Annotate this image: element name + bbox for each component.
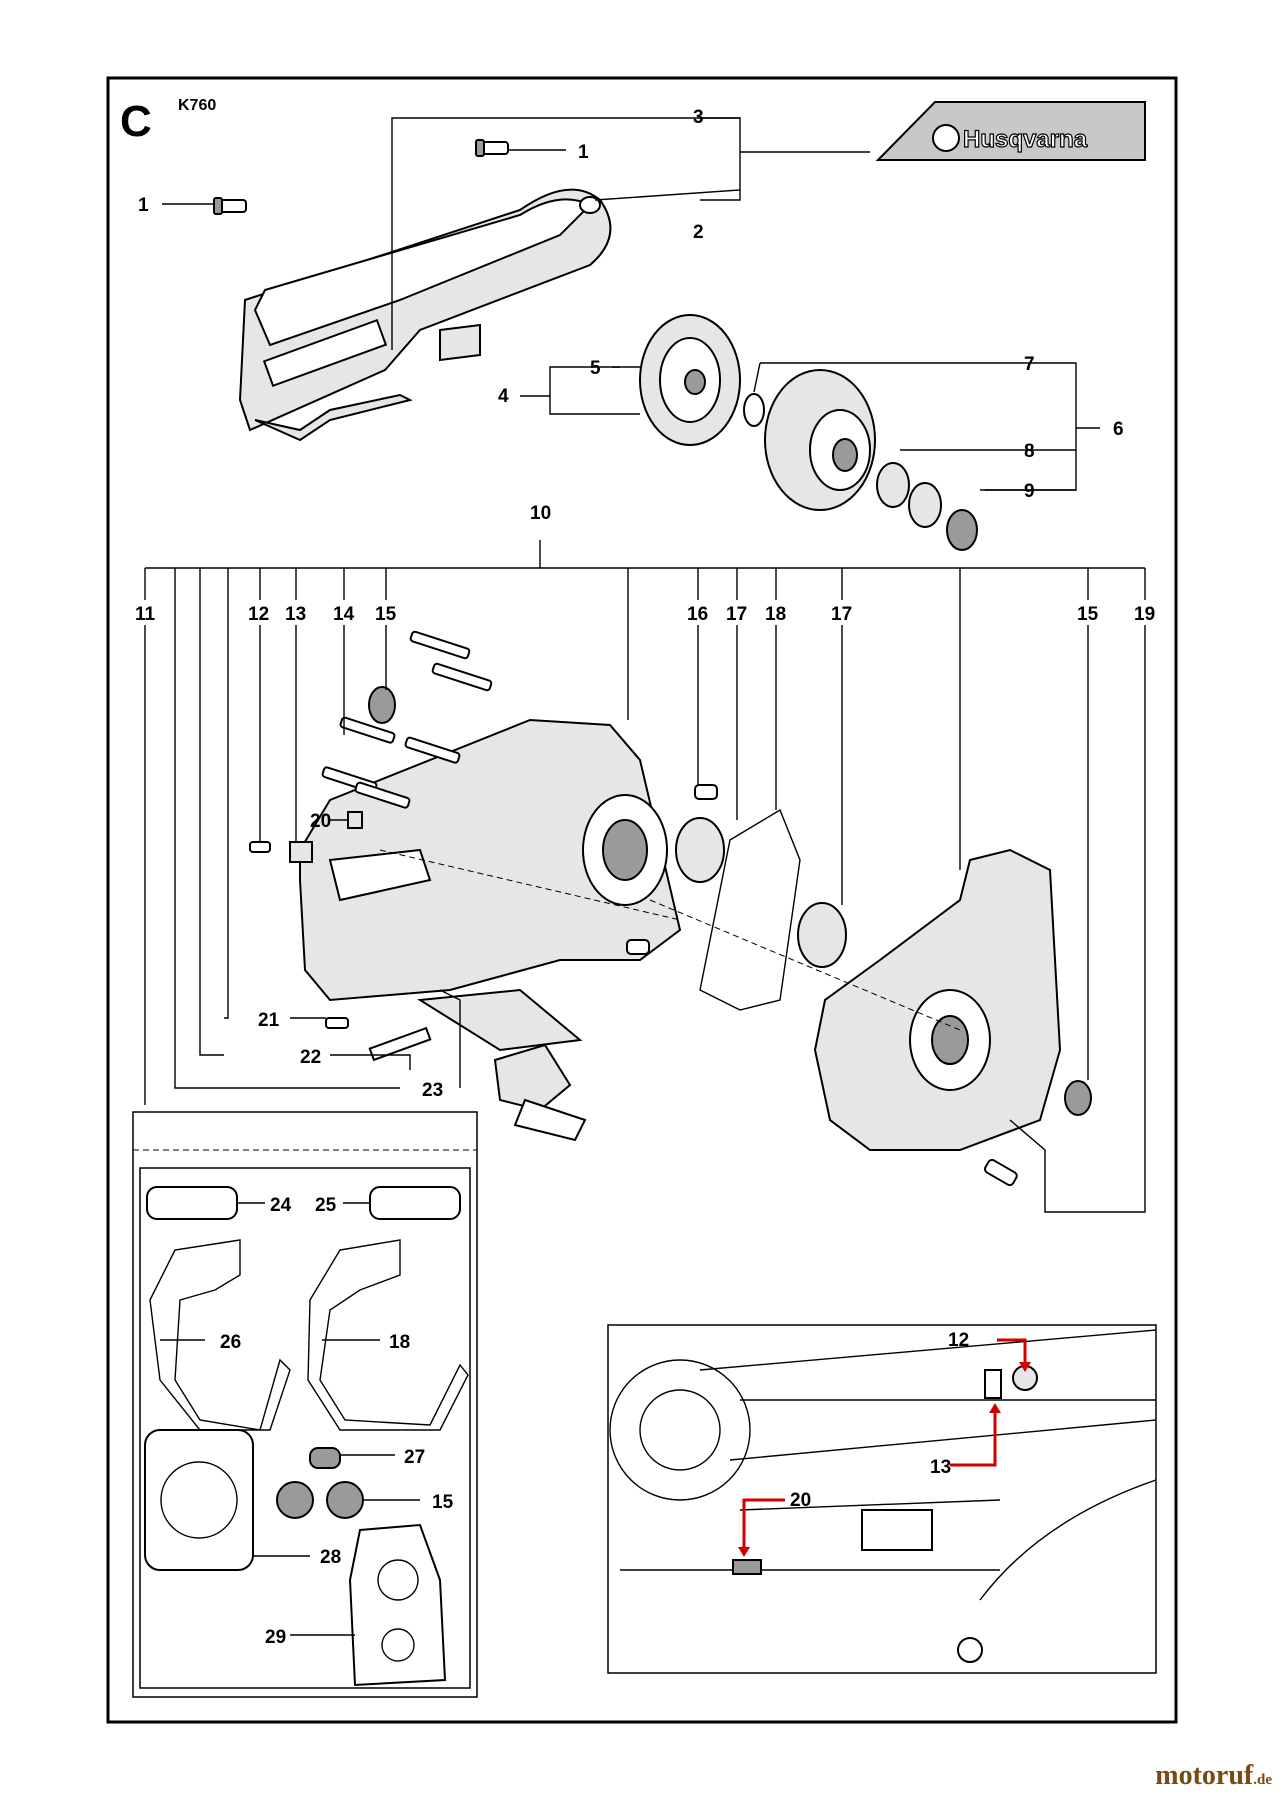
leader-lines bbox=[144, 117, 1146, 1213]
callout-18: 18 bbox=[765, 604, 786, 625]
bearing-part-17-b bbox=[797, 902, 847, 968]
callout-11: 11 bbox=[135, 604, 156, 625]
bearing-part-8-a bbox=[876, 462, 910, 508]
washer-part-7 bbox=[743, 393, 765, 427]
bearing-part-8-b bbox=[908, 482, 942, 528]
husqvarna-decal: Husqvarna bbox=[875, 101, 1146, 161]
callout-10: 10 bbox=[530, 503, 551, 524]
callout-20: 20 bbox=[310, 811, 331, 832]
crankcase-left bbox=[299, 718, 682, 1052]
gasket-part-28 bbox=[144, 1429, 254, 1571]
dowel-part-16-a bbox=[694, 784, 718, 800]
diagram-frame bbox=[106, 76, 1178, 1724]
seal-part-15-kit-b bbox=[326, 1481, 364, 1519]
callout-26: 26 bbox=[220, 1332, 241, 1353]
callout-15-kit: 15 bbox=[432, 1492, 454, 1513]
watermark-main: motoruf bbox=[1155, 1760, 1254, 1791]
callout-7: 7 bbox=[1024, 354, 1035, 375]
brand-text: Husqvarna bbox=[963, 126, 1088, 153]
inset-callout-13: 13 bbox=[930, 1457, 951, 1478]
gasket-kit-box bbox=[132, 1111, 478, 1698]
callout-16: 16 bbox=[687, 604, 708, 625]
seal-part-9 bbox=[946, 509, 978, 551]
callout-15-top: 15 bbox=[375, 604, 397, 625]
callout-3: 3 bbox=[693, 107, 704, 128]
model-label: K760 bbox=[178, 97, 216, 114]
callout-28: 28 bbox=[320, 1547, 341, 1568]
crankcase-bolts bbox=[321, 630, 493, 809]
callout-19: 19 bbox=[1134, 604, 1155, 625]
gasket-part-27 bbox=[309, 1447, 341, 1469]
screw-part-19 bbox=[983, 1158, 1018, 1187]
screw-part-21 bbox=[325, 1017, 349, 1029]
callout-24: 24 bbox=[270, 1195, 292, 1216]
callout-1-top: 1 bbox=[578, 142, 589, 163]
callout-17-a: 17 bbox=[726, 604, 747, 625]
callout-13: 13 bbox=[285, 604, 306, 625]
callout-18-kit: 18 bbox=[389, 1332, 410, 1353]
gasket-part-18-kit bbox=[307, 1239, 469, 1431]
clutch-assembly bbox=[639, 314, 741, 446]
callout-22: 22 bbox=[300, 1047, 321, 1068]
inset-callout-12: 12 bbox=[948, 1330, 969, 1351]
screw-part-1-left bbox=[213, 197, 247, 215]
plug-part-20 bbox=[347, 811, 363, 829]
gasket-part-24 bbox=[146, 1186, 238, 1220]
callout-6: 6 bbox=[1113, 419, 1124, 440]
screw-part-1-top bbox=[475, 139, 509, 157]
dowel-part-16-b bbox=[626, 939, 650, 955]
callout-25: 25 bbox=[315, 1195, 337, 1216]
callout-5: 5 bbox=[590, 358, 601, 379]
bracket-part-13 bbox=[289, 841, 313, 863]
inset-detail-view bbox=[607, 1324, 1157, 1674]
callout-15-right: 15 bbox=[1077, 604, 1099, 625]
callout-1-left: 1 bbox=[138, 195, 149, 216]
watermark-tld: .de bbox=[1253, 1772, 1272, 1788]
inset-callout-20: 20 bbox=[790, 1490, 811, 1511]
callout-29: 29 bbox=[265, 1627, 286, 1648]
callout-2: 2 bbox=[693, 222, 704, 243]
gasket-part-18 bbox=[699, 808, 801, 1011]
seal-part-15-top bbox=[368, 686, 396, 724]
callout-4: 4 bbox=[498, 386, 509, 407]
callout-labels: 1 1 3 2 5 4 7 6 8 9 10 11 12 13 14 15 16… bbox=[135, 107, 1155, 1648]
plate-part-22 bbox=[368, 1026, 432, 1062]
decompression-part-23 bbox=[493, 1043, 587, 1142]
belt-guard-cover bbox=[238, 188, 612, 442]
gasket-part-29 bbox=[348, 1523, 447, 1687]
seal-part-15-kit-a bbox=[276, 1481, 314, 1519]
callout-21: 21 bbox=[258, 1010, 280, 1031]
bearing-part-17-a bbox=[675, 817, 725, 883]
callout-12: 12 bbox=[248, 604, 269, 625]
callout-17-b: 17 bbox=[831, 604, 852, 625]
section-letter: C bbox=[120, 97, 152, 146]
screw-part-12 bbox=[249, 841, 271, 853]
callout-9: 9 bbox=[1024, 481, 1035, 502]
crankcase-right bbox=[813, 848, 1062, 1151]
callout-23: 23 bbox=[422, 1080, 443, 1101]
husqvarna-crown-icon bbox=[932, 124, 960, 152]
callout-27: 27 bbox=[404, 1447, 425, 1468]
watermark: motoruf.de bbox=[1155, 1760, 1272, 1792]
clutch-drum bbox=[764, 369, 876, 511]
callout-14: 14 bbox=[333, 604, 355, 625]
seal-part-15-right bbox=[1064, 1080, 1092, 1116]
callout-8: 8 bbox=[1024, 441, 1035, 462]
gasket-part-25 bbox=[369, 1186, 461, 1220]
